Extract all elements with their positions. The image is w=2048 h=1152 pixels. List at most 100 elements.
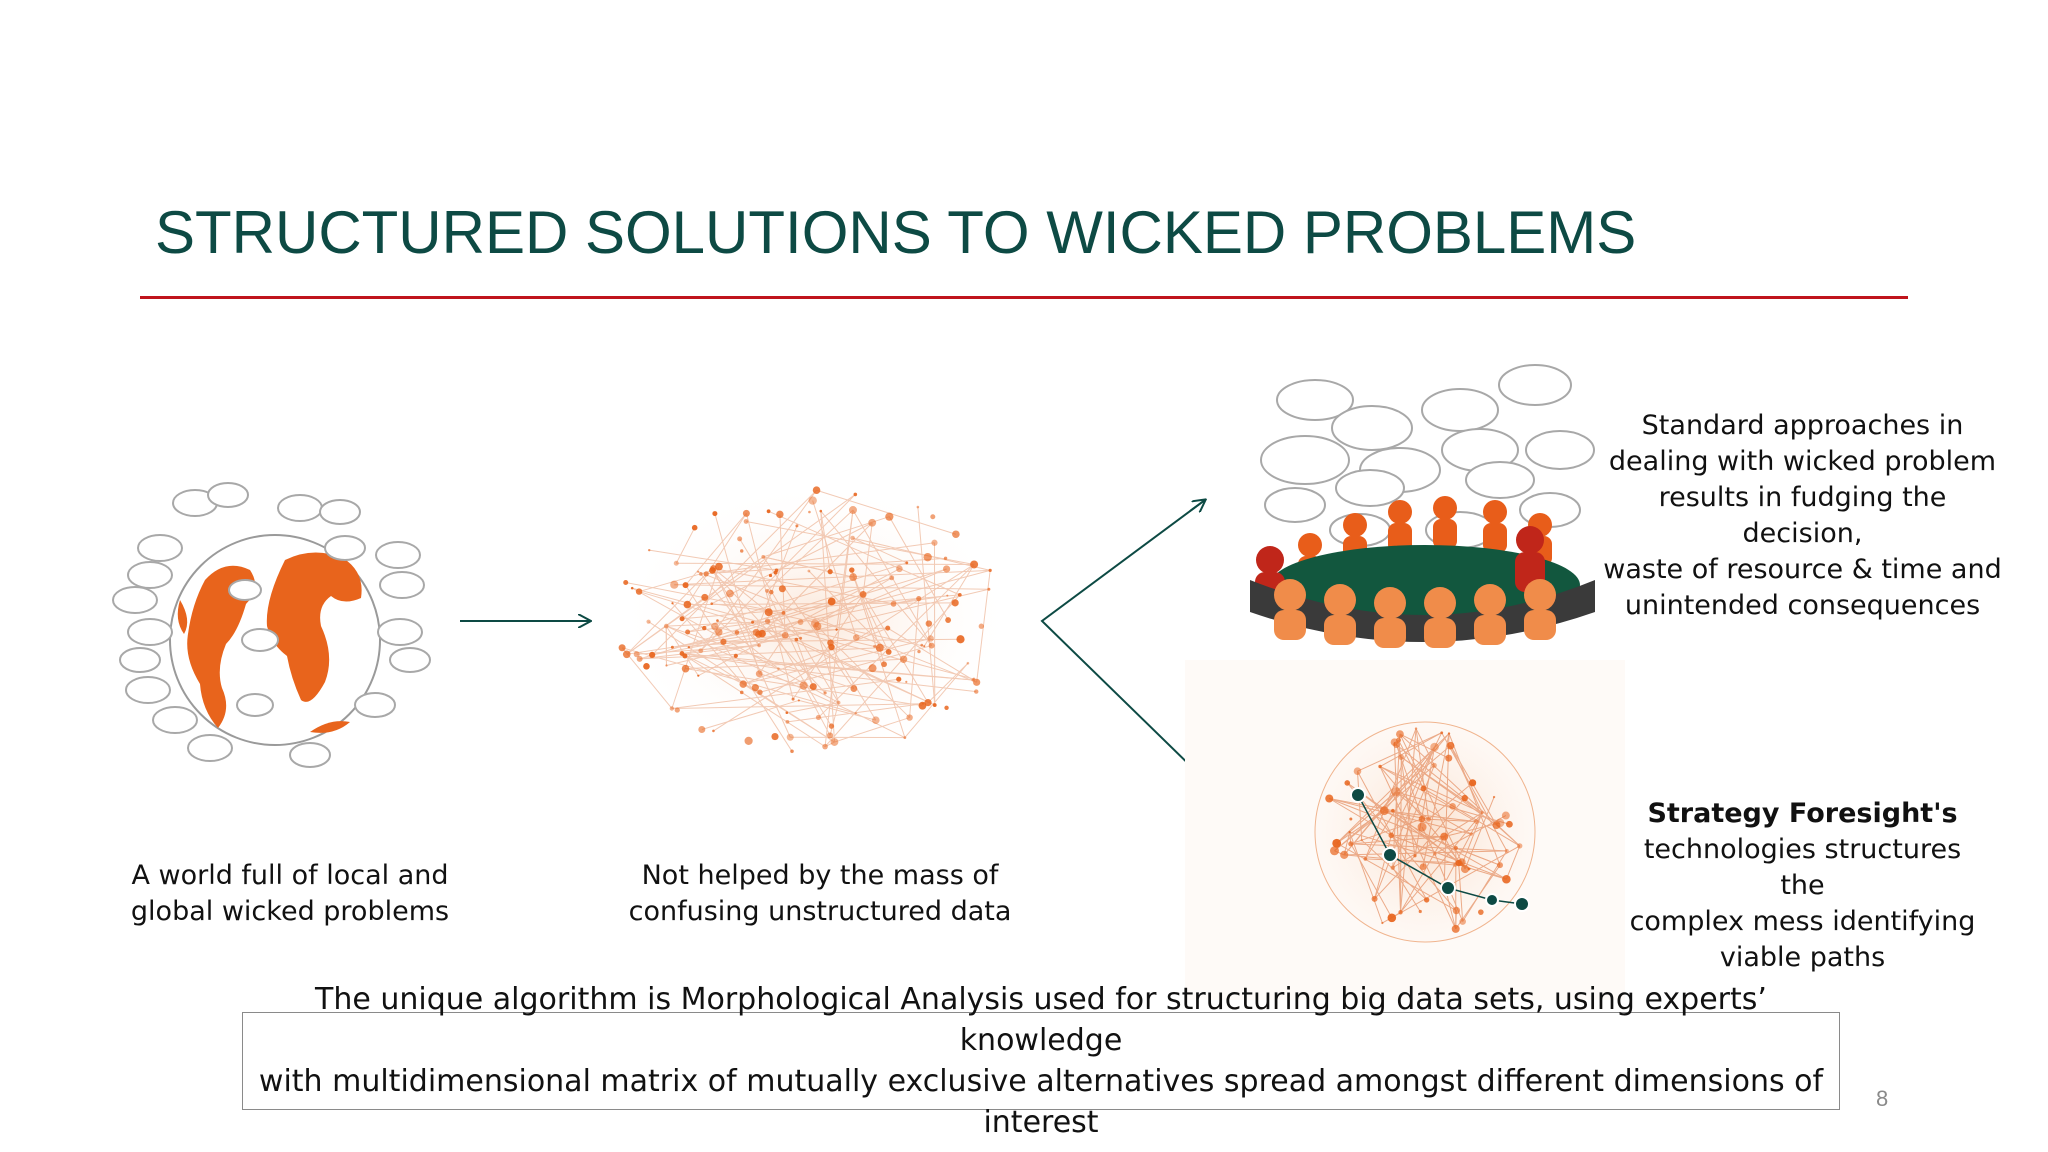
data-network-node [815,714,822,721]
data-network-node [885,625,891,631]
sphere-network-link [1374,855,1416,900]
data-network-node [848,506,857,515]
data-network-node [951,599,959,607]
data-network-node [778,585,786,593]
sphere-network-link [1464,796,1495,870]
data-network-link [917,507,936,706]
sphere-network-link [1334,810,1385,852]
data-network-node [808,510,811,514]
meeting-people-front [1274,579,1556,648]
data-network-node [812,486,821,495]
data-network-link [818,564,975,718]
data-network-node [905,680,908,684]
banner-line-2: with multidimensional matrix of mutually… [258,1064,1824,1140]
data-network-link [621,647,673,709]
data-network-node [795,524,799,528]
data-network-node [710,602,714,605]
sphere-network-node [1390,865,1395,870]
data-network-node [974,689,979,694]
data-network-node [827,569,833,575]
data-network-node [809,683,817,691]
globe-illustration [112,482,431,768]
sphere-network-node [1396,730,1404,739]
data-network-node [697,674,700,677]
data-network-link [675,527,696,564]
data-network-node [853,634,860,641]
data-network-node [850,535,855,541]
data-network-link [852,576,890,653]
algorithm-banner: The unique algorithm is Morphological An… [242,982,1840,1140]
caption-standard-line-1: Standard approaches in [1641,410,1964,441]
data-network-link [808,570,890,653]
data-network-link [687,602,956,606]
sphere-network-node [1502,874,1511,884]
sphere-network-node [1371,895,1378,902]
sphere-network-link [1505,845,1521,880]
data-network-node [712,511,718,517]
page-number: 8 [1876,1086,1889,1111]
data-network-node [920,643,924,647]
data-network-node [896,676,902,682]
sphere-network-node [1433,852,1437,856]
data-network-link [671,566,720,709]
data-network-node [881,661,887,668]
data-network-node [930,514,936,520]
data-network-node [687,646,690,649]
data-network-node [932,703,937,707]
sphere-network-link [1349,831,1507,880]
data-network-node [916,596,922,602]
data-network-node [924,699,932,707]
sphere-network-link [1364,728,1417,860]
data-network-node [649,651,656,658]
arrow-up-right [1189,500,1205,511]
data-network-node [797,619,804,626]
caption-strategy-line-3: viable paths [1719,942,1886,973]
data-network-node [765,589,769,593]
sphere-network-link [1357,732,1442,772]
data-network-node [679,616,685,622]
data-network-link [767,620,880,649]
data-network-node [630,586,634,590]
sphere-network-link [1458,862,1464,922]
data-network-node [740,549,744,553]
data-network-node [636,655,643,662]
sphere-network-link [1379,766,1477,823]
sphere-network-link [1384,810,1477,823]
sphere-network-link [1448,733,1501,866]
sphere-network-link [1329,798,1501,866]
data-network-node [633,651,640,658]
sphere-network-node [1492,795,1496,799]
caption-world-line-2: global wicked problems [130,896,450,927]
data-network-link [824,509,854,747]
data-network-link [700,573,760,646]
sphere-network-link [1357,771,1363,841]
data-network-node [923,552,932,562]
sphere-network-node [1492,821,1501,830]
data-network-node [807,569,811,573]
data-network-node [702,625,707,631]
data-network-link [755,525,798,633]
sphere-network-node [1381,921,1384,925]
data-network-node [699,572,703,576]
sphere-network-node [1504,848,1509,853]
data-network-link [666,625,856,714]
data-network-link [700,557,946,575]
data-network-node [663,623,669,629]
data-network-node [766,509,771,514]
data-network-node [972,677,976,681]
structured-network-illustration [1185,660,1625,1000]
data-network-node [854,712,857,715]
data-network-node [785,711,789,715]
data-network-node [918,701,927,710]
data-network-link [681,634,786,655]
data-network-node [978,623,985,629]
sphere-network-node [1505,820,1513,828]
data-network-link [816,489,957,535]
data-network-node [771,732,779,741]
sphere-network-node [1398,910,1403,915]
banner-line-1: The unique algorithm is Morphological An… [315,982,1767,1058]
sphere-network-link [1423,787,1520,847]
data-network-link [820,511,831,572]
